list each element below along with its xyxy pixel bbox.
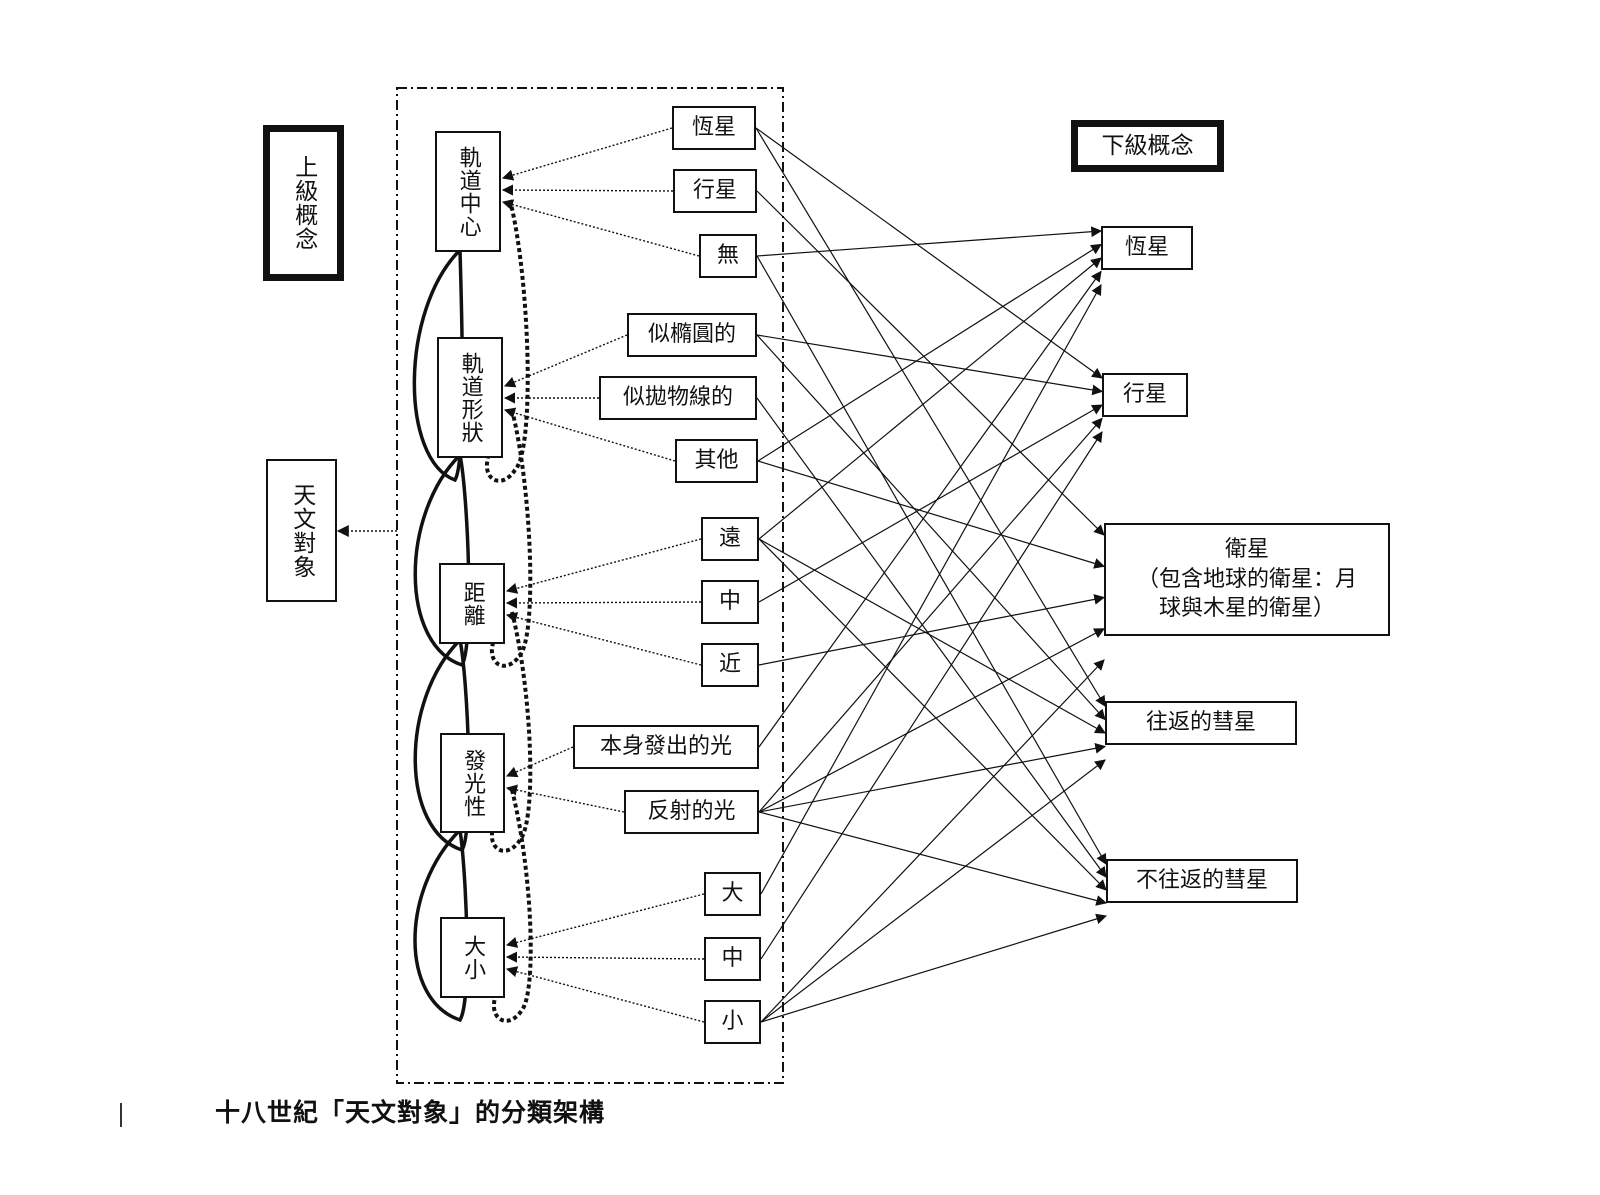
dotted-link-loop-1 xyxy=(489,409,533,668)
dotted-link-loop-0 xyxy=(484,199,530,483)
dotted-arrow-v_none xyxy=(501,199,700,257)
value-distance-near[interactable]: 近 xyxy=(701,643,759,687)
edge-v_small-to-c_nonperiodic_comet xyxy=(760,913,1108,1023)
attribute-dotted-loops xyxy=(484,199,533,1023)
edge-v_parabola-to-c_nonperiodic_comet xyxy=(756,397,1107,878)
dotted-arrow-v_star xyxy=(501,127,673,181)
edge-v_near-to-c_satellite xyxy=(758,594,1106,666)
attribute-size[interactable]: 大小 xyxy=(440,917,505,998)
value-to-attribute-arrows xyxy=(501,127,705,1023)
edge-v_reflect-to-c_nonperiodic_comet xyxy=(758,811,1108,906)
edge-v_far-to-c_nonperiodic_comet xyxy=(758,538,1107,891)
edge-v_far-to-c_periodic_comet xyxy=(758,538,1106,734)
edge-v_big-to-c_star xyxy=(760,284,1102,895)
attribute-orbit-center[interactable]: 軌道中心 xyxy=(435,131,501,252)
value-orbit-shape-parabola[interactable]: 似拋物線的 xyxy=(599,376,757,420)
value-orbit-shape-ellipse[interactable]: 似橢圓的 xyxy=(627,313,757,357)
attribute-distance[interactable]: 距離 xyxy=(439,563,505,644)
edge-v_ellipse-to-c_periodic_comet xyxy=(756,334,1106,721)
dotted-arrow-v_near xyxy=(505,612,702,666)
dotted-arrow-v_mid_size xyxy=(505,951,705,963)
edge-v_mid_size-to-c_planet xyxy=(760,431,1103,960)
edge-v_none-to-c_star xyxy=(756,226,1103,257)
value-size-small[interactable]: 小 xyxy=(704,1000,761,1044)
value-luminosity-self[interactable]: 本身發出的光 xyxy=(573,725,759,769)
value-orbit-center-star[interactable]: 恆星 xyxy=(672,106,756,150)
value-orbit-center-none[interactable]: 無 xyxy=(699,234,757,278)
attribute-luminosity[interactable]: 發光性 xyxy=(440,733,505,833)
edge-v_none-to-c_nonperiodic_comet xyxy=(756,255,1107,865)
edge-v_reflect-to-c_satellite xyxy=(758,628,1105,813)
value-orbit-shape-other[interactable]: 其他 xyxy=(675,439,758,483)
dotted-arrow-v_reflect xyxy=(505,784,625,813)
root-node-astronomical-objects[interactable]: 天文對象 xyxy=(266,459,337,602)
dotted-link-loop-2 xyxy=(489,611,533,853)
value-orbit-center-planet[interactable]: 行星 xyxy=(673,169,757,213)
edge-v_star-to-c_periodic_comet xyxy=(755,127,1106,707)
margin-mark xyxy=(120,1103,122,1127)
figure-caption: 十八世紀「天文對象」的分類架構 xyxy=(215,1098,606,1127)
value-size-mid[interactable]: 中 xyxy=(704,937,761,981)
category-periodic-comet[interactable]: 往返的彗星 xyxy=(1105,701,1297,745)
dotted-arrow-v_small xyxy=(505,966,705,1023)
value-size-big[interactable]: 大 xyxy=(704,872,761,916)
attribute-link-loops xyxy=(412,248,471,1023)
value-luminosity-reflect[interactable]: 反射的光 xyxy=(624,790,759,834)
dotted-link-loop-3 xyxy=(491,789,533,1023)
edge-v_small-to-c_periodic_comet xyxy=(760,759,1106,1023)
edge-v_far-to-c_star xyxy=(758,257,1102,540)
dotted-arrow-v_big xyxy=(505,893,705,948)
edge-v_star-to-c_planet xyxy=(755,127,1103,379)
attribute-group-frame xyxy=(396,87,784,1084)
edge-v_ellipse-to-c_planet xyxy=(756,334,1104,396)
edge-v_small-to-c_satellite xyxy=(760,659,1105,1023)
category-nonperiodic-comet[interactable]: 不往返的彗星 xyxy=(1106,859,1298,903)
solid-link-loop-3 xyxy=(413,828,469,1023)
category-satellite[interactable]: 衛星 （包含地球的衛星：月 球與木星的衛星） xyxy=(1104,523,1390,636)
edge-v_other-to-c_star xyxy=(757,243,1102,462)
solid-link-loop-0 xyxy=(412,248,465,483)
edge-v_mid_dist-to-c_planet xyxy=(758,404,1103,603)
dotted-arrow-v_mid_dist xyxy=(505,597,702,609)
category-star[interactable]: 恆星 xyxy=(1101,226,1193,270)
edge-v_other-to-c_satellite xyxy=(757,460,1106,569)
dotted-arrow-v_self_light xyxy=(505,746,574,778)
value-distance-mid[interactable]: 中 xyxy=(701,580,759,624)
value-to-category-edges xyxy=(755,127,1108,1023)
category-planet[interactable]: 行星 xyxy=(1102,373,1188,417)
attribute-orbit-shape[interactable]: 軌道形狀 xyxy=(437,337,503,458)
lower-concept-label: 下級概念 xyxy=(1071,120,1224,172)
edge-v_reflect-to-c_planet xyxy=(758,417,1103,813)
value-distance-far[interactable]: 遠 xyxy=(701,517,759,561)
edge-v_reflect-to-c_periodic_comet xyxy=(758,743,1107,813)
dotted-arrow-v_planet xyxy=(501,184,674,196)
dotted-arrow-v_far xyxy=(505,538,702,594)
edge-v_self_light-to-c_star xyxy=(758,270,1102,748)
dotted-arrow-v_other xyxy=(503,407,676,462)
upper-concept-label: 上級概念 xyxy=(263,125,344,281)
